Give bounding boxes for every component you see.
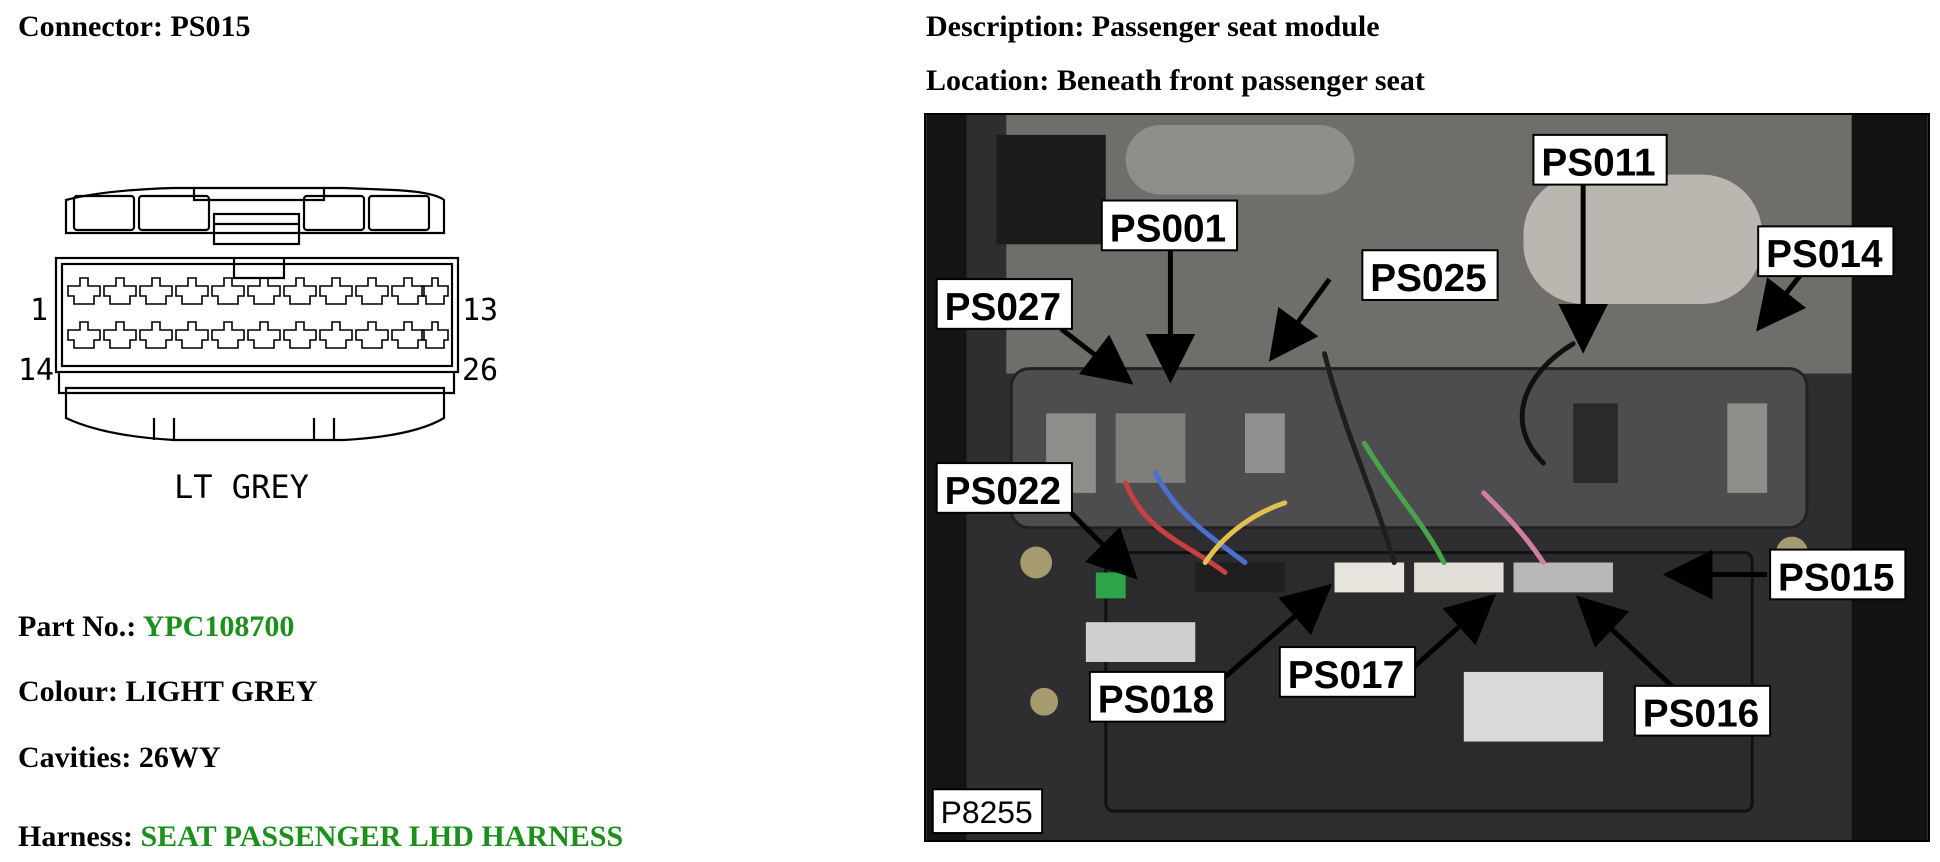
harness-value[interactable]: SEAT PASSENGER LHD HARNESS [140,820,624,853]
colour-label: Colour: [18,675,118,708]
colour-value: LIGHT GREY [125,675,318,708]
cavities-value: 26WY [138,741,221,774]
location-photo: PS011 PS001 PS014 PS025 PS027 PS022 PS01… [924,113,1930,842]
image-reference: P8255 [941,794,1033,830]
callout-ps015: PS015 [1778,556,1894,599]
part-number-row: Part No.: YPC108700 [18,612,294,642]
part-number-label: Part No.: [18,610,137,643]
colour-row: Colour: LIGHT GREY [18,677,318,707]
harness-row: Harness: SEAT PASSENGER LHD HARNESS [18,822,623,852]
pin-label-14: 14 [18,353,54,388]
pin-label-1: 1 [30,293,48,328]
location-title: Location: Beneath front passenger seat [926,64,1425,97]
callout-ps017: PS017 [1288,654,1404,697]
description-title: Description: Passenger seat module [926,10,1380,43]
connector-colour-text: LT GREY [174,468,309,506]
pin-label-26: 26 [462,353,498,388]
cavities-row: Cavities: 26WY [18,743,220,773]
callout-ps014: PS014 [1766,233,1883,276]
callout-ps025: PS025 [1370,257,1486,300]
part-number-value[interactable]: YPC108700 [142,610,295,643]
callout-ps018: PS018 [1098,679,1214,722]
pin-label-13: 13 [462,293,498,328]
callout-ps022: PS022 [945,470,1061,513]
callout-ps011: PS011 [1541,142,1655,185]
callout-ps027: PS027 [945,286,1061,329]
cavities-label: Cavities: [18,741,132,774]
callout-ps001: PS001 [1110,207,1226,250]
connector-title: Connector: PS015 [18,10,251,43]
connector-face-diagram: 1 13 14 26 LT GREY [14,178,514,518]
callout-ps016: PS016 [1643,693,1759,736]
harness-label: Harness: [18,820,133,853]
